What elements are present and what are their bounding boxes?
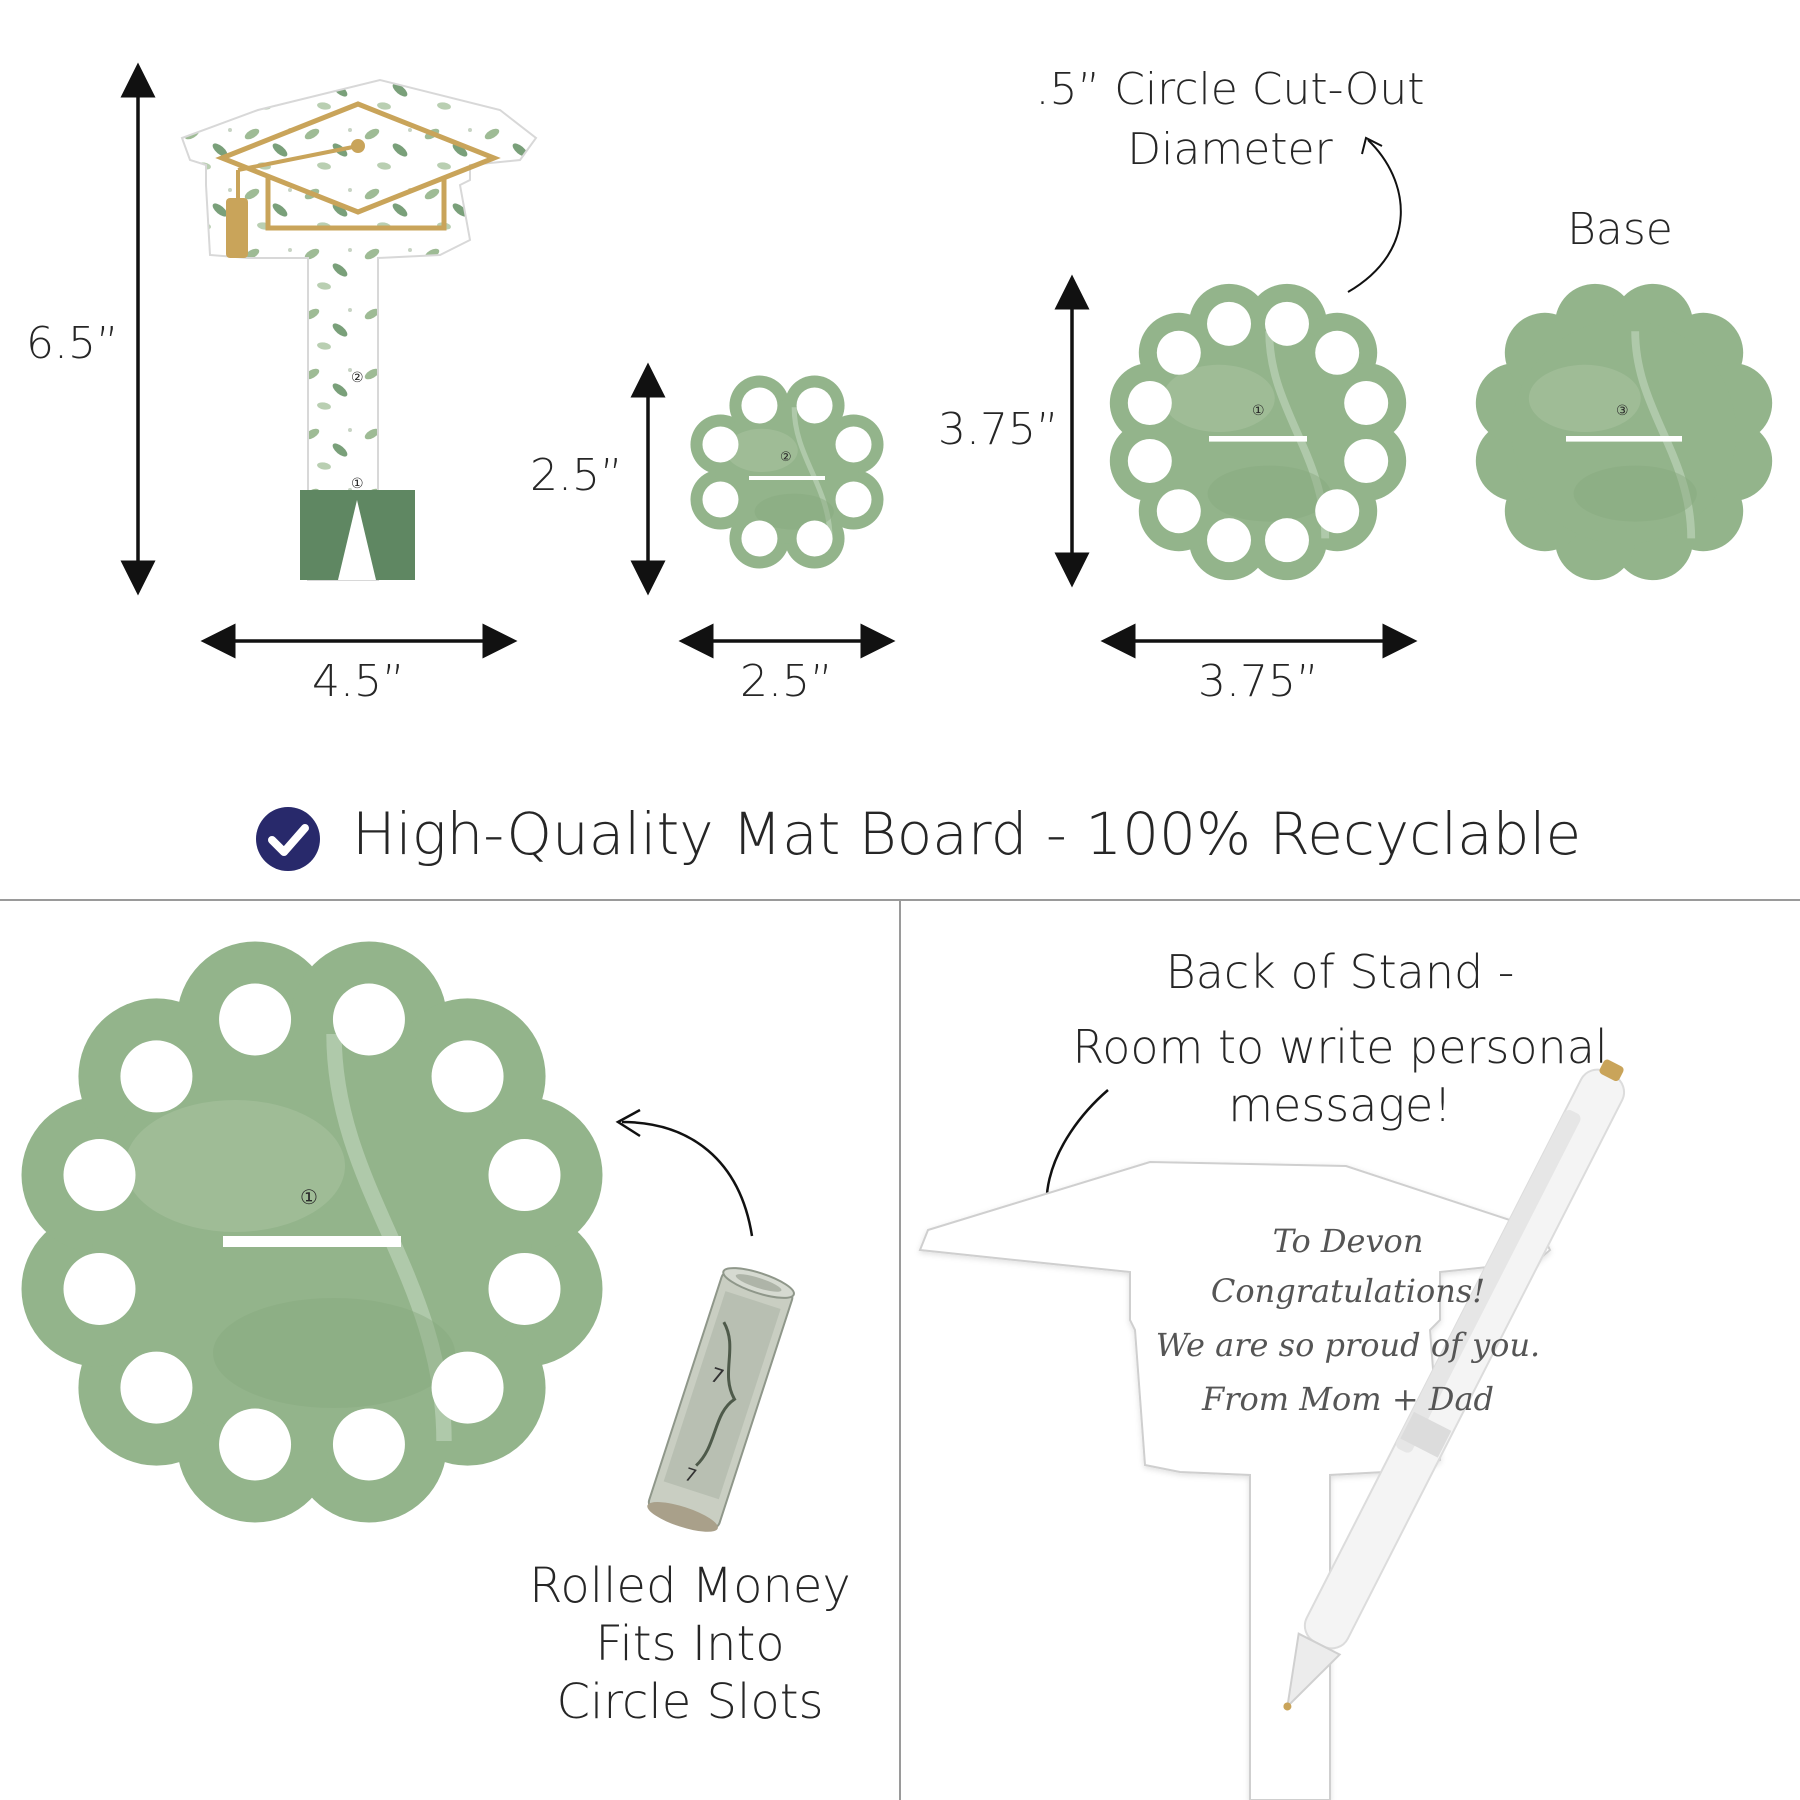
- check-circle-icon: [256, 807, 320, 871]
- cap-width-label: 4.5”: [312, 656, 405, 707]
- circle-slot: [332, 1408, 405, 1481]
- rolled-money-image: 7 7: [647, 1267, 795, 1532]
- circle-slot: [120, 1351, 193, 1424]
- money-caption-line1: Rolled Money: [529, 1558, 851, 1614]
- circle-slot: [488, 1139, 561, 1212]
- circle-slot: [63, 1252, 136, 1325]
- circle-slot: [1127, 438, 1172, 483]
- base-label: Base: [1567, 204, 1673, 255]
- circle-slot: [1344, 438, 1389, 483]
- circle-slot: [1315, 489, 1360, 534]
- detail-scalloped-piece: [21, 941, 603, 1523]
- circle-slot: [120, 1040, 193, 1113]
- vertical-divider: [899, 900, 901, 1800]
- circle-slot: [1344, 381, 1389, 426]
- circle-slot: [219, 1408, 292, 1481]
- circle-slot: [1264, 301, 1309, 346]
- large-scalloped-piece: [1109, 283, 1407, 581]
- center-slot: [1209, 436, 1307, 442]
- base-piece: [1475, 283, 1773, 581]
- circle-slot: [1207, 518, 1252, 563]
- circle-slot: [1207, 301, 1252, 346]
- center-slot: [223, 1236, 401, 1247]
- circle-slot: [1156, 330, 1201, 375]
- circle-slot: [702, 481, 739, 518]
- small-width-label: 2.5”: [740, 656, 833, 707]
- circle-slot: [63, 1139, 136, 1212]
- detail-piece-number: ①: [300, 1185, 318, 1209]
- back-caption-line2: Room to write personal: [1072, 1020, 1608, 1074]
- circle-slot: [1156, 489, 1201, 534]
- back-caption-line3: message!: [1228, 1078, 1452, 1132]
- small-scalloped-piece: [690, 375, 884, 569]
- cap-height-label: 6.5”: [26, 318, 119, 369]
- circle-slot: [488, 1252, 561, 1325]
- center-slot: [1566, 436, 1682, 442]
- feature-text: High-Quality Mat Board - 100% Recyclable: [352, 800, 1582, 868]
- cap-piece-number-bottom: ①: [351, 476, 364, 492]
- back-caption-line1: Back of Stand -: [1165, 945, 1515, 999]
- cutout-callout-line2: Diameter: [1127, 124, 1333, 175]
- base-piece-number: ③: [1616, 403, 1629, 419]
- small-piece-number: ②: [780, 450, 792, 465]
- large-height-label: 3.75”: [938, 404, 1059, 455]
- cap-piece-number-top: ②: [351, 370, 364, 386]
- circle-slot: [332, 983, 405, 1056]
- circle-slot: [1127, 381, 1172, 426]
- circle-slot: [741, 387, 778, 424]
- circle-slot: [796, 520, 833, 557]
- message-line-2: Congratulations!: [1210, 1272, 1486, 1310]
- cutout-callout-line1: .5” Circle Cut-Out: [1035, 64, 1425, 115]
- money-caption-line3: Circle Slots: [556, 1674, 824, 1730]
- message-line-1: To Devon: [1272, 1222, 1424, 1260]
- circle-slot: [1264, 518, 1309, 563]
- circle-slot: [431, 1351, 504, 1424]
- circle-slot: [835, 426, 872, 463]
- small-height-label: 2.5”: [530, 450, 623, 501]
- circle-slot: [835, 481, 872, 518]
- circle-slot: [702, 426, 739, 463]
- circle-slot: [741, 520, 778, 557]
- message-line-3: We are so proud of you.: [1155, 1326, 1541, 1364]
- circle-slot: [431, 1040, 504, 1113]
- money-caption-line2: Fits Into: [595, 1616, 785, 1672]
- large-width-label: 3.75”: [1198, 656, 1319, 707]
- circle-slot: [219, 983, 292, 1056]
- message-line-4: From Mom + Dad: [1201, 1380, 1495, 1418]
- large-piece-number: ①: [1252, 403, 1265, 419]
- circle-slot: [1315, 330, 1360, 375]
- circle-slot: [796, 387, 833, 424]
- center-slot: [749, 476, 825, 480]
